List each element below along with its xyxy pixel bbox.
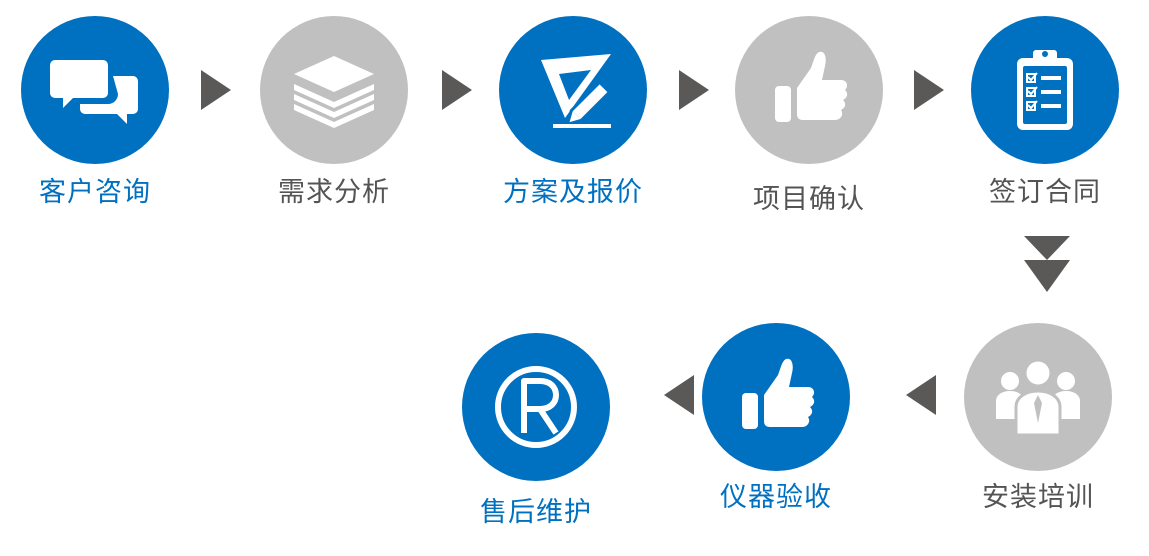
step-label: 仪器验收 xyxy=(720,482,832,513)
step-proposal-quotation: 方案及报价 xyxy=(498,16,648,206)
arrow-left-icon xyxy=(906,375,936,415)
step-instrument-acceptance: 仪器验收 xyxy=(701,323,851,511)
arrow-right-icon xyxy=(442,70,472,110)
step-circle xyxy=(971,16,1119,164)
arrow-right-icon xyxy=(679,70,709,110)
step-circle xyxy=(499,16,647,164)
step-circle xyxy=(462,333,610,481)
step-circle xyxy=(21,16,169,164)
arrow-right-icon xyxy=(201,70,231,110)
step-label: 售后维护 xyxy=(480,497,592,528)
step-label: 方案及报价 xyxy=(503,177,643,208)
step-label: 需求分析 xyxy=(278,177,390,208)
step-sign-contract: 签订合同 xyxy=(970,16,1120,206)
step-circle xyxy=(702,323,850,471)
thumbs-up-icon xyxy=(775,51,848,122)
step-after-sales-maintenance: 售后维护 xyxy=(461,333,611,526)
step-project-confirmation: 项目确认 xyxy=(734,16,884,213)
step-circle xyxy=(735,16,883,164)
step-label: 项目确认 xyxy=(753,184,865,215)
chat-bubbles-icon xyxy=(50,60,138,124)
step-label: 签订合同 xyxy=(989,177,1101,208)
step-customer-consultation: 客户咨询 xyxy=(20,16,170,206)
clipboard-checklist-icon xyxy=(1017,50,1073,130)
team-people-icon xyxy=(996,358,1080,437)
registered-mark-icon xyxy=(495,366,577,448)
ruler-pencil-icon xyxy=(541,54,611,128)
stacked-layers-icon xyxy=(294,56,374,128)
step-label: 客户咨询 xyxy=(39,177,151,208)
thumbs-up-icon xyxy=(742,358,815,429)
arrow-right-icon xyxy=(914,70,944,110)
arrow-left-icon xyxy=(664,375,694,415)
step-circle xyxy=(260,16,408,164)
step-label: 安装培训 xyxy=(982,482,1094,513)
step-circle xyxy=(964,323,1112,471)
step-requirement-analysis: 需求分析 xyxy=(259,16,409,206)
double-arrow-down-icon xyxy=(1024,236,1070,294)
step-installation-training: 安装培训 xyxy=(963,323,1113,511)
